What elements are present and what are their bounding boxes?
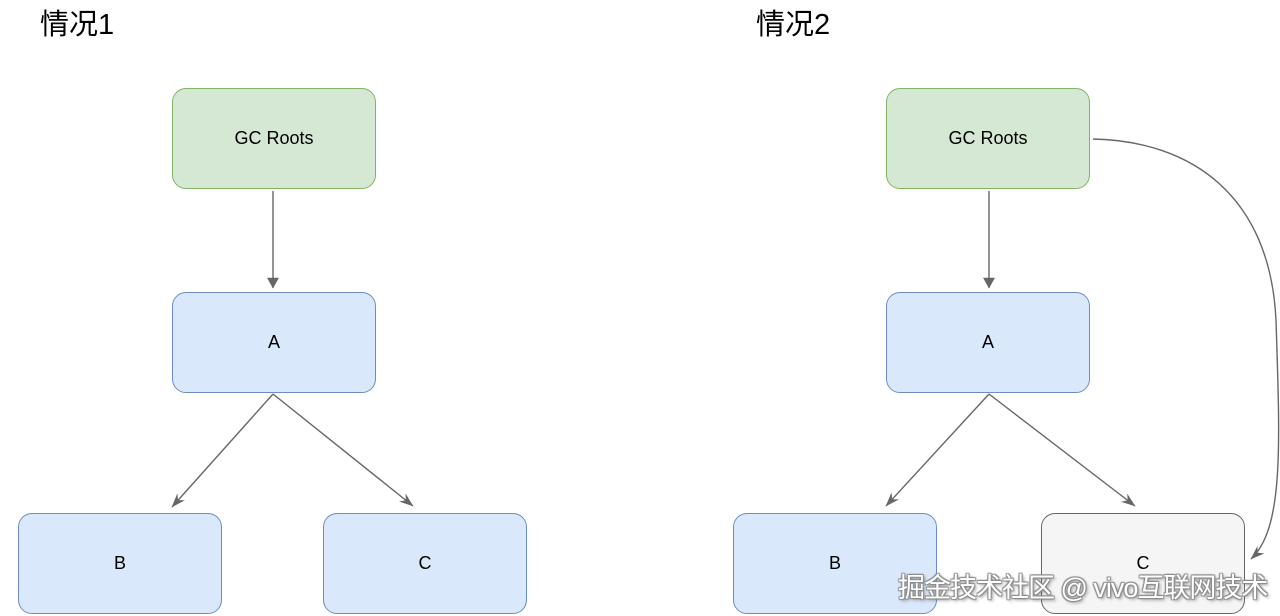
case2-node-a-label: A — [981, 332, 994, 352]
case2-node-a: A — [886, 292, 1090, 393]
case2-node-b-label: B — [828, 553, 841, 573]
case1-gc-roots-node: GC Roots — [172, 88, 376, 189]
case2-gc-roots-label: GC Roots — [948, 128, 1028, 148]
case1-node-a-label: A — [267, 332, 280, 352]
case1-title: 情况1 — [40, 9, 115, 41]
case1-edge-a-b — [171, 393, 274, 508]
case2-node-c: C — [1041, 513, 1245, 614]
case2-title: 情况2 — [756, 9, 831, 41]
case2-edge-root-c-curve — [1092, 138, 1280, 560]
case1-node-c-label: C — [418, 553, 432, 573]
case1-edge-a-c — [272, 393, 414, 507]
case1-node-b-label: B — [113, 553, 126, 573]
case1-node-a: A — [172, 292, 376, 393]
case2-gc-roots-node: GC Roots — [886, 88, 1090, 189]
case2-node-b: B — [733, 513, 937, 614]
case2-edge-a-b — [885, 393, 990, 507]
case1-node-b: B — [18, 513, 222, 614]
case1-node-c: C — [323, 513, 527, 614]
case1-gc-roots-label: GC Roots — [234, 128, 314, 148]
case2-edge-a-c — [988, 393, 1136, 507]
case2-node-c-label: C — [1136, 553, 1150, 573]
watermark: 掘金技术社区 @ vivo互联网技术 — [898, 573, 1268, 603]
